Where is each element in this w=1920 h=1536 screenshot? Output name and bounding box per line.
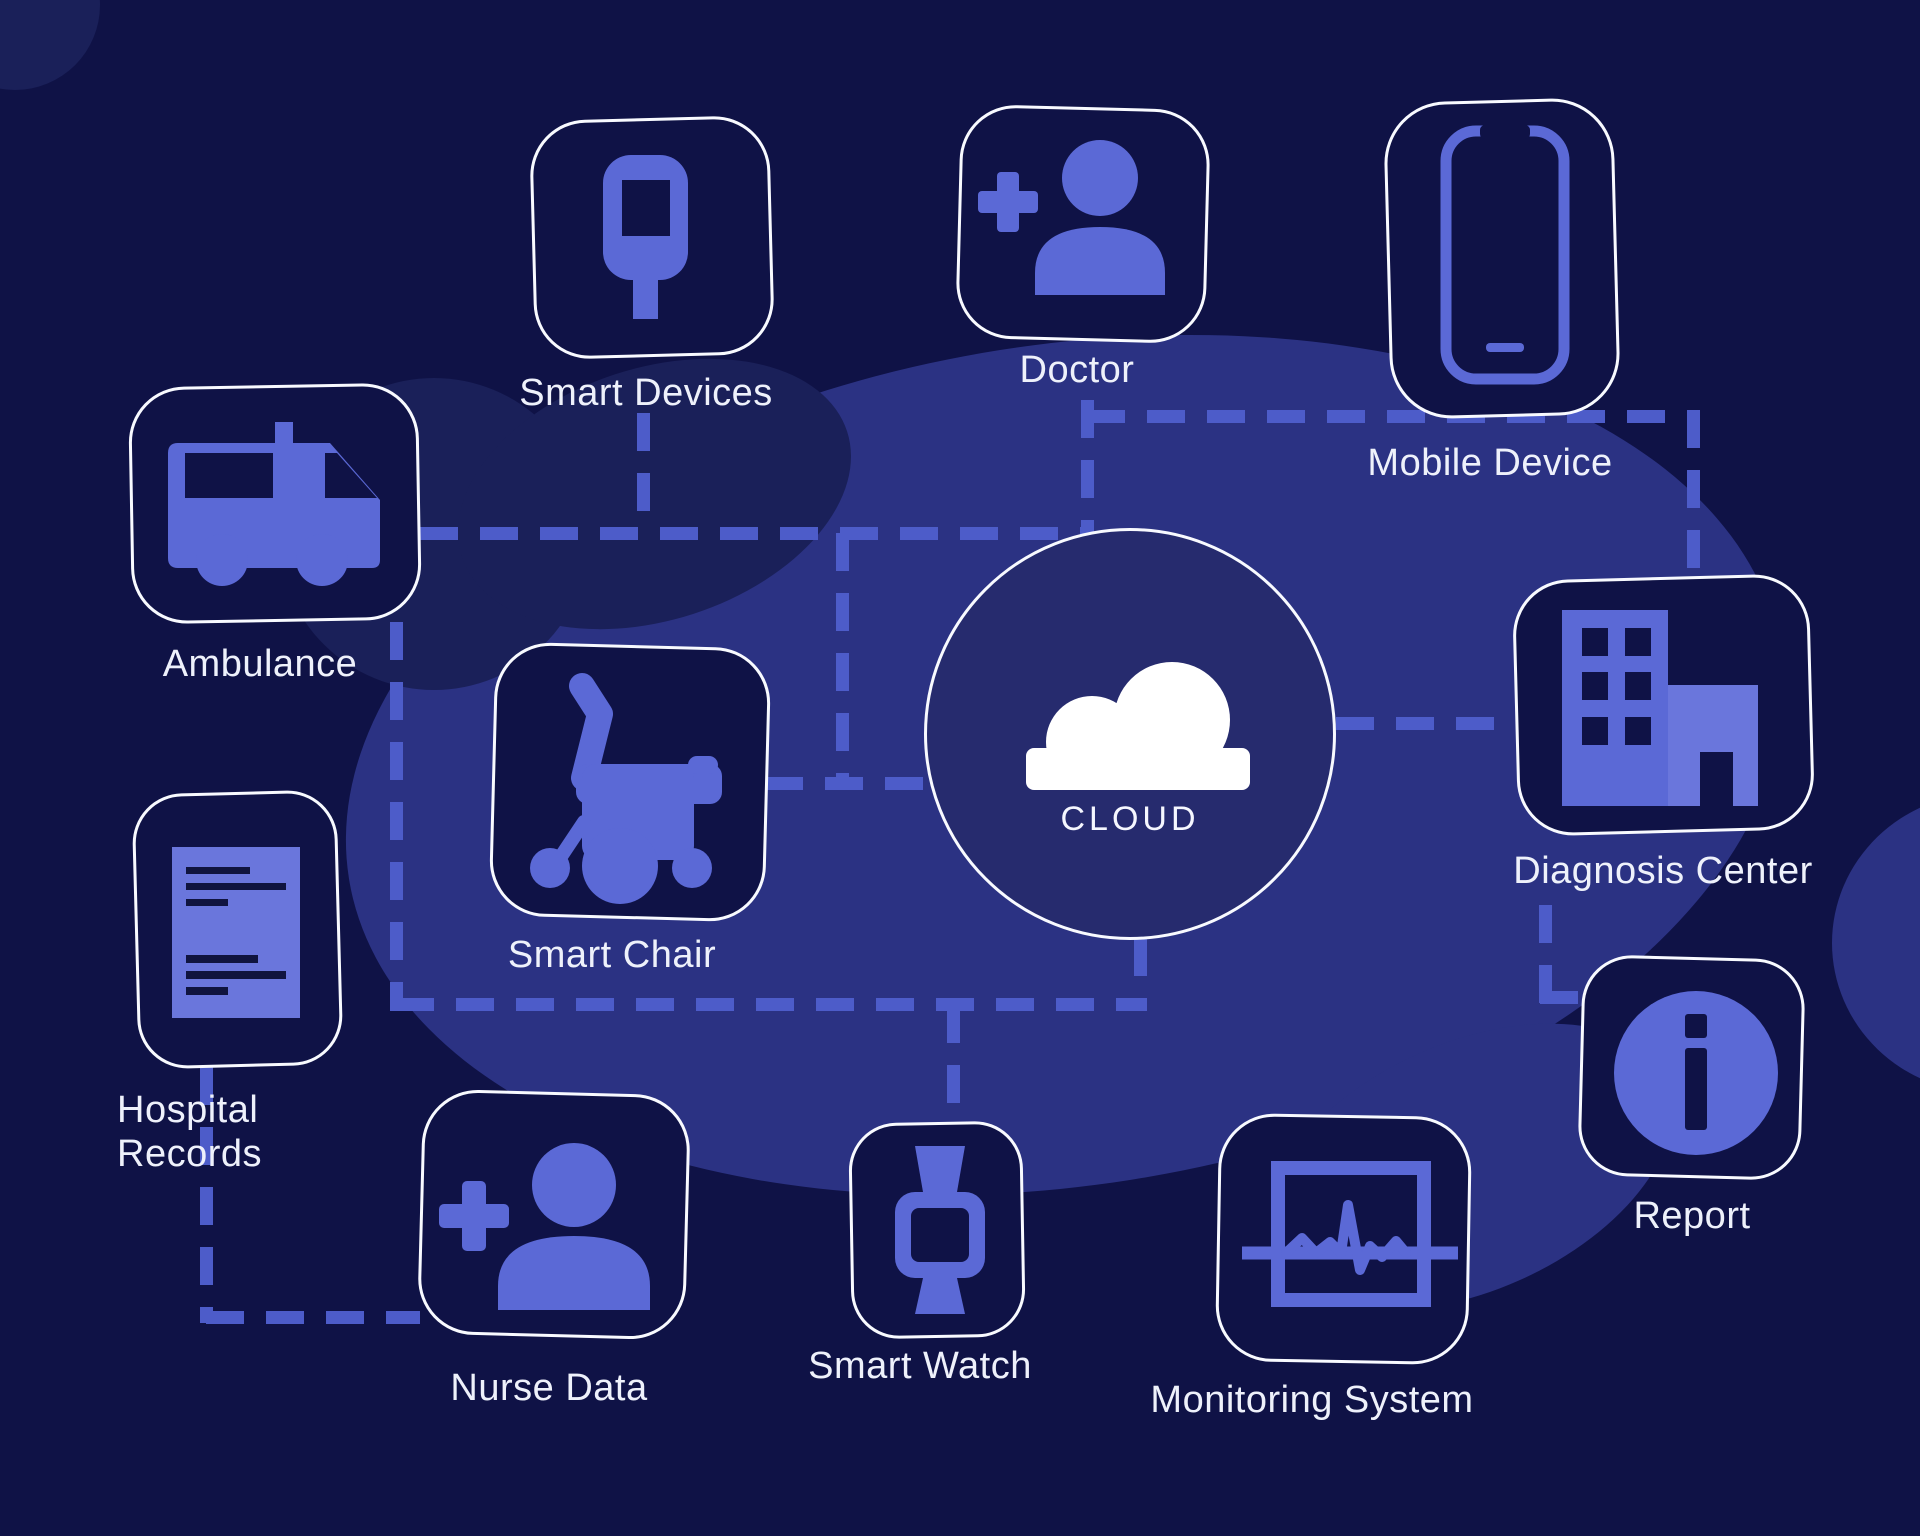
background-blob-corner [0,0,100,90]
ambulance-icon [168,422,380,586]
label-hospital-records: Hospital Records [117,1089,262,1175]
label-ambulance: Ambulance [162,643,358,685]
connector-hospital-records-drop [200,1067,213,1323]
nurse-icon [439,1143,650,1310]
smartphone-icon [1440,125,1570,385]
connector-smart-chair-to-cloud [765,777,930,790]
cloud-icon [1026,662,1250,790]
label-nurse-data: Nurse Data [450,1367,648,1409]
label-doctor: Doctor [1019,349,1135,391]
ecg-monitor-icon [1242,1161,1458,1307]
label-report: Report [1633,1195,1751,1237]
connector-ambulance-to-center [420,527,1093,540]
connector-cloud-bottom-drop [1134,938,1147,1005]
connector-doctor-drop [1081,400,1094,540]
connector-smart-devices-drop [637,413,650,533]
connector-records-row-to-cloud [396,998,1147,1011]
connector-mobile-to-diagnosis [1687,410,1700,577]
connector-center-drop [836,533,849,790]
wheelchair-icon [530,673,722,904]
cloud-hub-label: CLOUD [1060,800,1200,838]
document-icon [172,847,300,1018]
connector-cloud-to-diagnosis [1336,717,1515,730]
label-smart-watch: Smart Watch [808,1345,1032,1387]
glucometer-icon [603,155,688,319]
hospital-building-icon [1562,610,1758,806]
doctor-icon [978,140,1165,295]
label-diagnosis-center: Diagnosis Center [1513,850,1813,892]
label-smart-devices: Smart Devices [519,372,773,414]
connector-diagnosis-to-report [1540,991,1580,1004]
label-mobile-device: Mobile Device [1367,442,1613,484]
connector-records-to-nurse-data [206,1311,420,1324]
label-smart-chair: Smart Chair [507,934,717,976]
background-blob-right-edge [1832,793,1920,1093]
connector-smart-watch-rise [947,1005,960,1122]
connector-diagnosis-drop [1539,905,1552,1003]
info-icon [1614,991,1778,1155]
connector-ambulance-down [390,622,403,1011]
connector-doctor-to-mobile-device [1087,410,1700,423]
label-monitoring-system: Monitoring System [1150,1379,1474,1421]
smartwatch-icon [895,1146,985,1314]
